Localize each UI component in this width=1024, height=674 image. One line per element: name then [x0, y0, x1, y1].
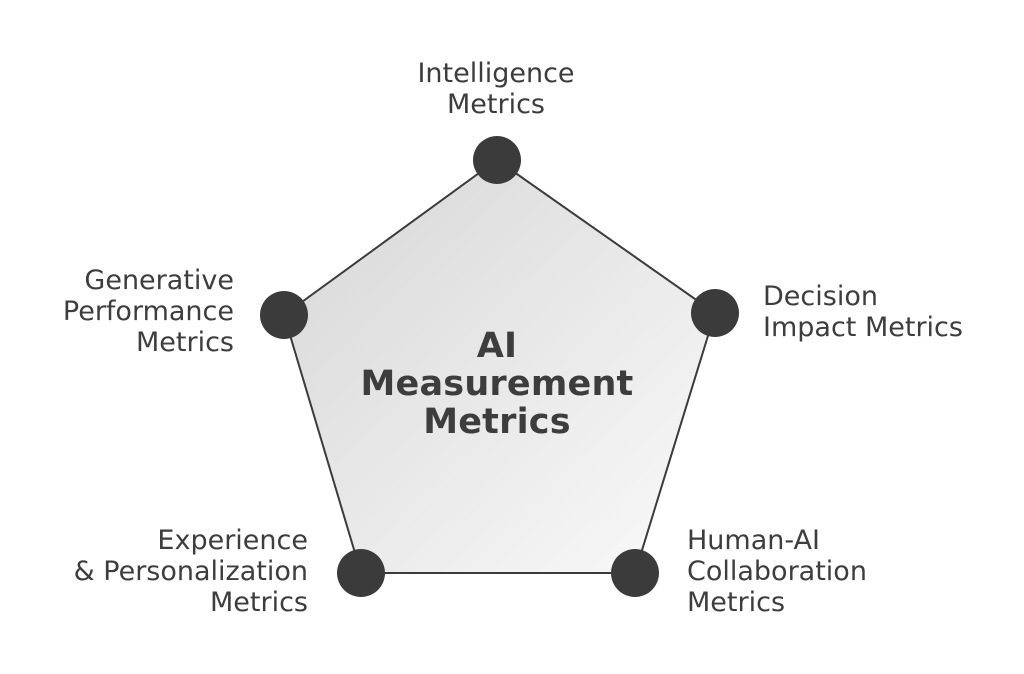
label-human-ai-collaboration-metrics: Human-AI Collaboration Metrics	[687, 525, 867, 618]
label-line: Human-AI	[687, 525, 820, 556]
label-line: Metrics	[446, 89, 545, 120]
label-line: Metrics	[135, 327, 234, 358]
label-line: Generative	[84, 265, 234, 296]
label-line: & Personalization	[73, 556, 308, 587]
label-line: Collaboration	[687, 556, 867, 587]
label-line: Metrics	[209, 587, 308, 618]
node-decision	[691, 289, 739, 337]
node-human-ai	[611, 549, 659, 597]
node-intelligence	[473, 136, 521, 184]
center-title: AI Measurement Metrics	[337, 327, 657, 441]
label-experience-personalization-metrics: Experience & Personalization Metrics	[0, 525, 308, 618]
label-line: Metrics	[687, 587, 786, 618]
label-intelligence-metrics: Intelligence Metrics	[346, 58, 646, 120]
label-line: Intelligence	[417, 58, 575, 89]
node-experience	[337, 549, 385, 597]
label-generative-performance-metrics: Generative Performance Metrics	[0, 265, 234, 358]
label-line: Decision	[763, 281, 878, 312]
label-decision-impact-metrics: Decision Impact Metrics	[763, 281, 963, 343]
label-line: Experience	[157, 525, 308, 556]
label-line: Impact Metrics	[763, 312, 963, 343]
pentagon-shape	[282, 158, 717, 574]
label-line: Performance	[62, 296, 234, 327]
center-title-line: Metrics	[423, 402, 571, 442]
node-generative	[260, 291, 308, 339]
center-title-line: Measurement	[360, 364, 634, 404]
center-title-line: AI	[476, 326, 518, 366]
